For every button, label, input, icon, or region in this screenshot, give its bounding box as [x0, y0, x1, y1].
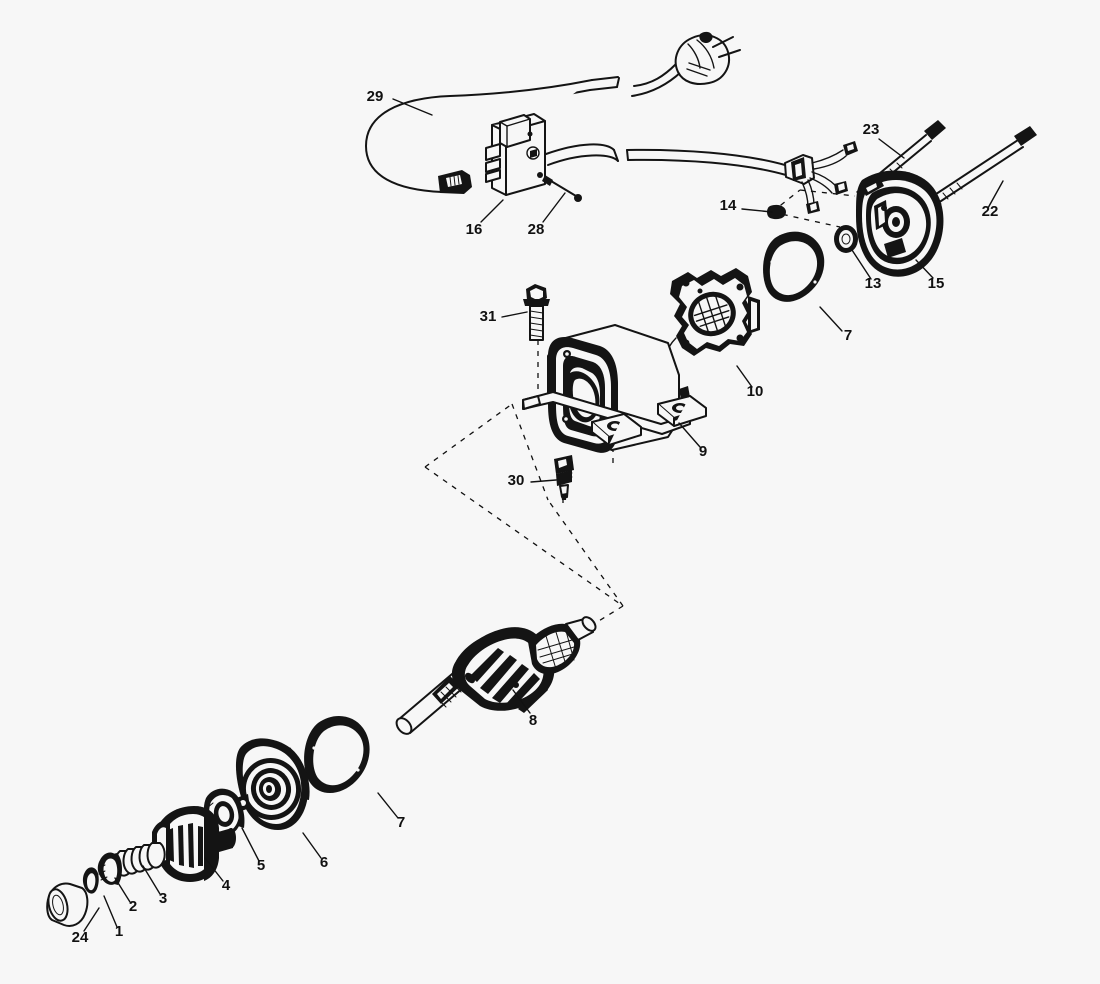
leader-24: [83, 907, 100, 932]
callout-label-13: 13: [865, 275, 882, 292]
brush-end-housing: [856, 170, 944, 277]
leader-8: [512, 689, 531, 714]
leader-22: [987, 180, 1004, 209]
callout-label-28: 28: [528, 221, 545, 238]
leader-6: [302, 832, 322, 859]
callout-label-7-top: 7: [844, 327, 852, 344]
callout-label-14: 14: [720, 197, 737, 214]
callout-leaders: [83, 98, 1004, 932]
callout-label-30: 30: [508, 472, 525, 489]
leader-2: [114, 877, 131, 903]
shaft-end-cap: [46, 882, 89, 927]
callout-label-6: 6: [320, 854, 328, 871]
leader-7-bottom: [377, 792, 399, 819]
thrust-washer: [97, 852, 123, 885]
leader-5: [241, 827, 260, 862]
leader-30: [530, 479, 557, 483]
bearing-bushing: [834, 225, 858, 253]
wire-harness-connector: [784, 141, 858, 214]
callout-label-10: 10: [747, 383, 764, 400]
callout-label-29: 29: [367, 88, 384, 105]
callout-label-16: 16: [466, 221, 483, 238]
hex-flange-bolt: [523, 284, 550, 341]
through-bolt-long: [924, 126, 1037, 210]
armature: [395, 616, 597, 735]
leader-15: [915, 259, 934, 279]
leader-29: [392, 98, 433, 116]
leader-9: [678, 422, 701, 448]
drive-end-cap: [235, 738, 310, 830]
callout-label-23: 23: [863, 121, 880, 138]
leader-3: [142, 865, 161, 895]
field-frame-housing: [522, 324, 707, 453]
retaining-ring: [82, 867, 99, 894]
brush-plate-assembly: [661, 268, 760, 362]
power-cord-with-plug: [365, 31, 741, 194]
leader-28: [542, 192, 566, 223]
leader-14: [741, 208, 773, 213]
leader-16: [480, 199, 504, 223]
leader-23: [878, 138, 905, 159]
grounding-screw: [554, 455, 574, 500]
leader-1: [103, 895, 118, 928]
callout-label-2: 2: [129, 898, 137, 915]
callout-label-31: 31: [480, 308, 497, 325]
leader-7-top: [819, 306, 843, 332]
callout-label-9: 9: [699, 443, 707, 460]
terminal-stud: [767, 204, 786, 220]
callout-label-3: 3: [159, 890, 167, 907]
callout-label-8: 8: [529, 712, 537, 729]
switch-assembly: [485, 113, 582, 202]
callout-label-24: 24: [72, 929, 89, 946]
leader-31: [501, 311, 528, 318]
leader-13: [851, 249, 872, 280]
callout-label-15: 15: [928, 275, 945, 292]
leader-10: [736, 365, 753, 388]
motor-lead-cord: [545, 143, 787, 176]
callout-label-4: 4: [222, 877, 231, 894]
housing-gasket-upper: [763, 231, 825, 302]
leader-4: [204, 857, 224, 882]
callout-label-7-bottom: 7: [397, 814, 405, 831]
return-spring: [114, 842, 166, 877]
housing-gasket-lower: [304, 715, 370, 794]
